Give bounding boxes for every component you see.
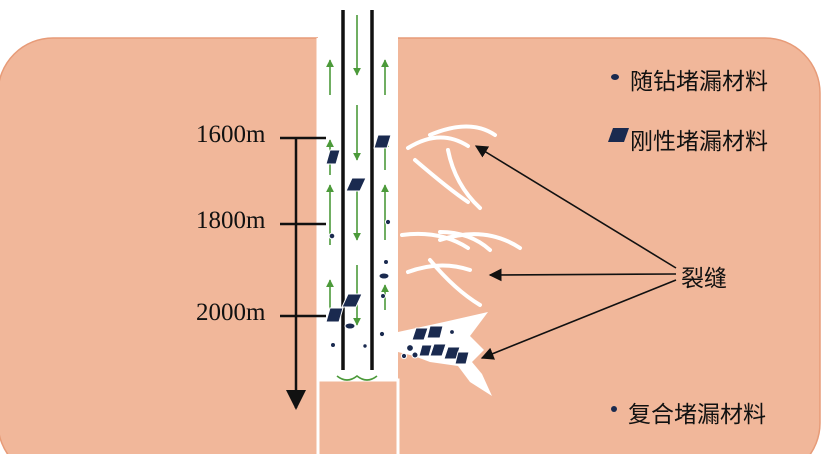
fracture-label: 裂缝	[681, 266, 727, 292]
legend-rigid-material: 刚性堵漏材料	[630, 129, 768, 155]
rigid-material-icon	[608, 128, 629, 142]
drilling-material-icon	[611, 74, 619, 80]
depth-label-1800: 1800m	[196, 207, 266, 234]
fracture-callouts	[474, 145, 677, 360]
annulus-particles	[325, 134, 392, 349]
composite-material-icon	[611, 406, 617, 412]
fractures	[400, 124, 522, 307]
composite-particles	[400, 325, 470, 365]
depth-label-1600: 1600m	[196, 121, 266, 148]
legend-drilling-material: 随钻堵漏材料	[630, 69, 768, 95]
formation-rock	[0, 37, 821, 458]
legend-composite-material: 复合堵漏材料	[628, 402, 766, 428]
depth-label-2000: 2000m	[196, 299, 266, 326]
legend-icons	[608, 74, 629, 412]
depth-scale	[280, 136, 326, 410]
